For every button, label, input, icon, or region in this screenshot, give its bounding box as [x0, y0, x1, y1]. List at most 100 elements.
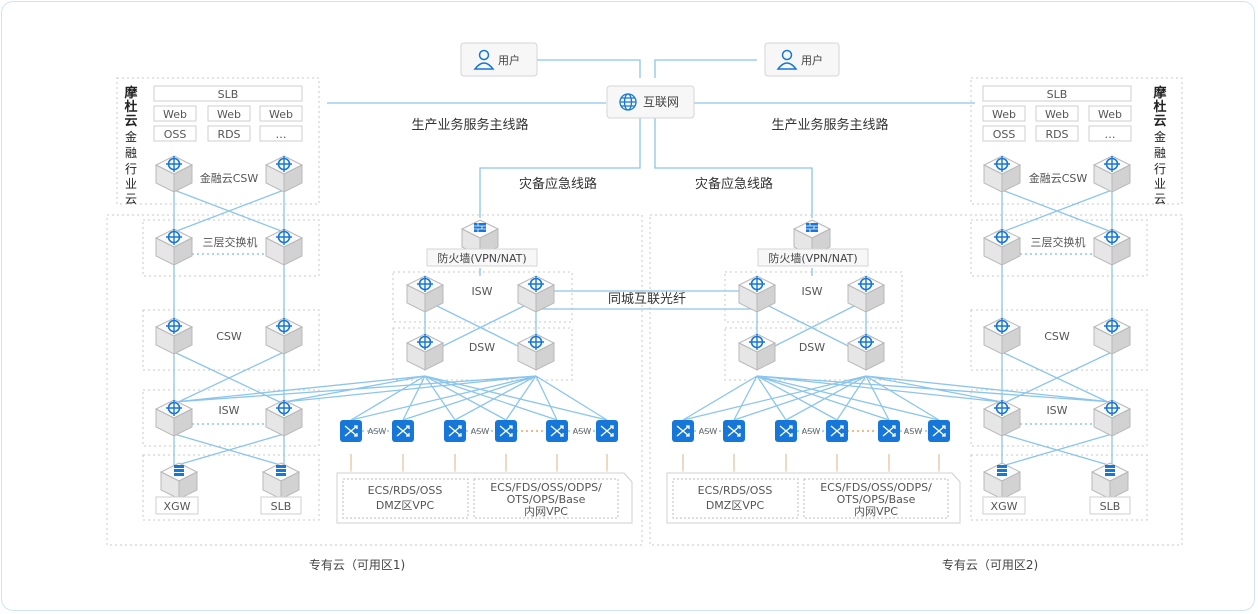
backup-route-left: 灾备应急线路	[519, 176, 597, 192]
internet-label: 互联网	[643, 95, 679, 109]
svg-text:ECS/RDS/OSS: ECS/RDS/OSS	[368, 484, 443, 497]
svg-text:摩: 摩	[124, 85, 138, 101]
slb-node[interactable]	[1092, 463, 1128, 499]
finance-csw-node[interactable]	[156, 156, 192, 192]
globe-icon	[619, 93, 637, 111]
finance-csw-node[interactable]	[1094, 156, 1130, 192]
asw-switch-icon[interactable]	[722, 419, 746, 443]
user-label: 用户	[801, 53, 823, 67]
asw-switch-icon[interactable]	[391, 419, 415, 443]
slb-label: SLB	[271, 500, 292, 513]
isw-node[interactable]	[156, 400, 192, 436]
svg-text:杜: 杜	[1153, 99, 1166, 115]
csw-label: CSW	[216, 330, 242, 343]
isw-node[interactable]	[1094, 400, 1130, 436]
asw-switch-icon[interactable]	[494, 419, 518, 443]
user-icon	[473, 49, 798, 70]
slb-label: SLB	[218, 88, 239, 101]
svg-text:金: 金	[1154, 129, 1166, 144]
svg-text:Web: Web	[269, 108, 293, 121]
zone1-border	[106, 214, 643, 546]
svg-text:ECS/FDS/OSS/ODPS/: ECS/FDS/OSS/ODPS/	[490, 481, 602, 494]
firewall-label: 防火墙(VPN/NAT)	[437, 251, 526, 265]
vpc-panel-right: ECS/RDS/OSS DMZ区VPC ECS/FDS/OSS/ODPS/ OT…	[666, 472, 961, 524]
vpc-panel-left: ECS/RDS/OSS DMZ区VPC ECS/FDS/OSS/ODPS/ OT…	[336, 472, 633, 524]
core-isw-label: ISW	[471, 285, 492, 298]
svg-text:杜: 杜	[124, 99, 137, 115]
slb-label: SLB	[1047, 88, 1068, 101]
zone2-border	[649, 214, 1183, 546]
svg-text:云: 云	[124, 114, 137, 129]
finance-csw-node[interactable]	[266, 156, 302, 192]
svg-text:金融云CSW: 金融云CSW	[200, 171, 259, 185]
isw-label: ISW	[1046, 404, 1067, 417]
asw-vpc-ticks	[350, 454, 940, 472]
svg-text:业: 业	[125, 177, 137, 191]
svg-text:摩: 摩	[1153, 85, 1167, 101]
main-route-left: 生产业务服务主线路	[411, 117, 528, 133]
asw-switch-icon[interactable]	[545, 419, 569, 443]
core-isw-label: ISW	[801, 285, 822, 298]
asw-switch-icon[interactable]	[825, 419, 849, 443]
asw-switch-icon[interactable]	[877, 419, 901, 443]
l3-switch-label: 三层交换机	[1031, 235, 1086, 249]
xgw-label: XGW	[991, 500, 1018, 513]
svg-text:ASW: ASW	[368, 427, 387, 436]
core-dsw-node[interactable]	[518, 334, 554, 370]
svg-text:…: …	[1105, 128, 1116, 141]
svg-text:…: …	[276, 128, 287, 141]
svg-text:行: 行	[125, 162, 137, 176]
finance-csw-node[interactable]	[984, 156, 1020, 192]
finance-cloud-right: 摩 杜 云 金 融 行 业 云 SLB Web Web Web OSS RDS …	[982, 85, 1167, 206]
csw-node[interactable]	[984, 318, 1020, 354]
core-dsw-node[interactable]	[407, 334, 443, 370]
svg-text:云: 云	[125, 192, 137, 206]
l3-switch-node[interactable]	[266, 229, 302, 265]
svg-text:ECS/RDS/OSS: ECS/RDS/OSS	[698, 484, 773, 497]
svg-text:ASW: ASW	[573, 427, 592, 436]
xgw-node[interactable]	[161, 463, 197, 499]
asw-switch-icon[interactable]	[339, 419, 363, 443]
user-box-1[interactable]	[460, 42, 538, 77]
core-dsw-node[interactable]	[848, 334, 884, 370]
core-dsw-label: DSW	[799, 341, 825, 354]
svg-text:金: 金	[125, 129, 137, 144]
asw-switch-icon[interactable]	[595, 419, 619, 443]
svg-text:云: 云	[1154, 192, 1166, 206]
csw-node[interactable]	[266, 318, 302, 354]
svg-text:ASW: ASW	[699, 427, 718, 436]
l3-switch-label: 三层交换机	[203, 235, 258, 249]
svg-text:OSS: OSS	[164, 128, 187, 141]
svg-text:Web: Web	[163, 108, 187, 121]
l3-switch-node[interactable]	[1094, 229, 1130, 265]
zone2-caption: 专有云（可用区2)	[942, 557, 1038, 572]
l3-switch-node[interactable]	[984, 229, 1020, 265]
isw-node[interactable]	[266, 400, 302, 436]
svg-text:Web: Web	[217, 108, 241, 121]
asw-switch-icon[interactable]	[443, 419, 467, 443]
svg-text:云: 云	[1153, 114, 1166, 129]
csw-node[interactable]	[156, 318, 192, 354]
asw-switch-icon[interactable]	[671, 419, 695, 443]
isw-node[interactable]	[984, 400, 1020, 436]
slb-node[interactable]	[263, 463, 299, 499]
asw-switch-icon[interactable]	[774, 419, 798, 443]
core-dsw-label: DSW	[469, 341, 495, 354]
csw-node[interactable]	[1094, 318, 1130, 354]
metro-fiber-label: 同城互联光纤	[608, 292, 686, 307]
asw-switch-icon[interactable]	[927, 419, 951, 443]
firewall-label: 防火墙(VPN/NAT)	[768, 251, 857, 265]
svg-text:RDS: RDS	[1045, 128, 1068, 141]
svg-text:OTS/OPS/Base: OTS/OPS/Base	[507, 493, 586, 506]
svg-text:Web: Web	[1045, 108, 1069, 121]
core-dsw-node[interactable]	[739, 334, 775, 370]
l3-switch-node[interactable]	[156, 229, 192, 265]
xgw-node[interactable]	[984, 463, 1020, 499]
svg-text:OSS: OSS	[993, 128, 1016, 141]
backup-route-right: 灾备应急线路	[695, 176, 773, 192]
asw-row-left: ASW ASW ASW	[339, 419, 619, 443]
svg-text:融: 融	[125, 146, 137, 160]
